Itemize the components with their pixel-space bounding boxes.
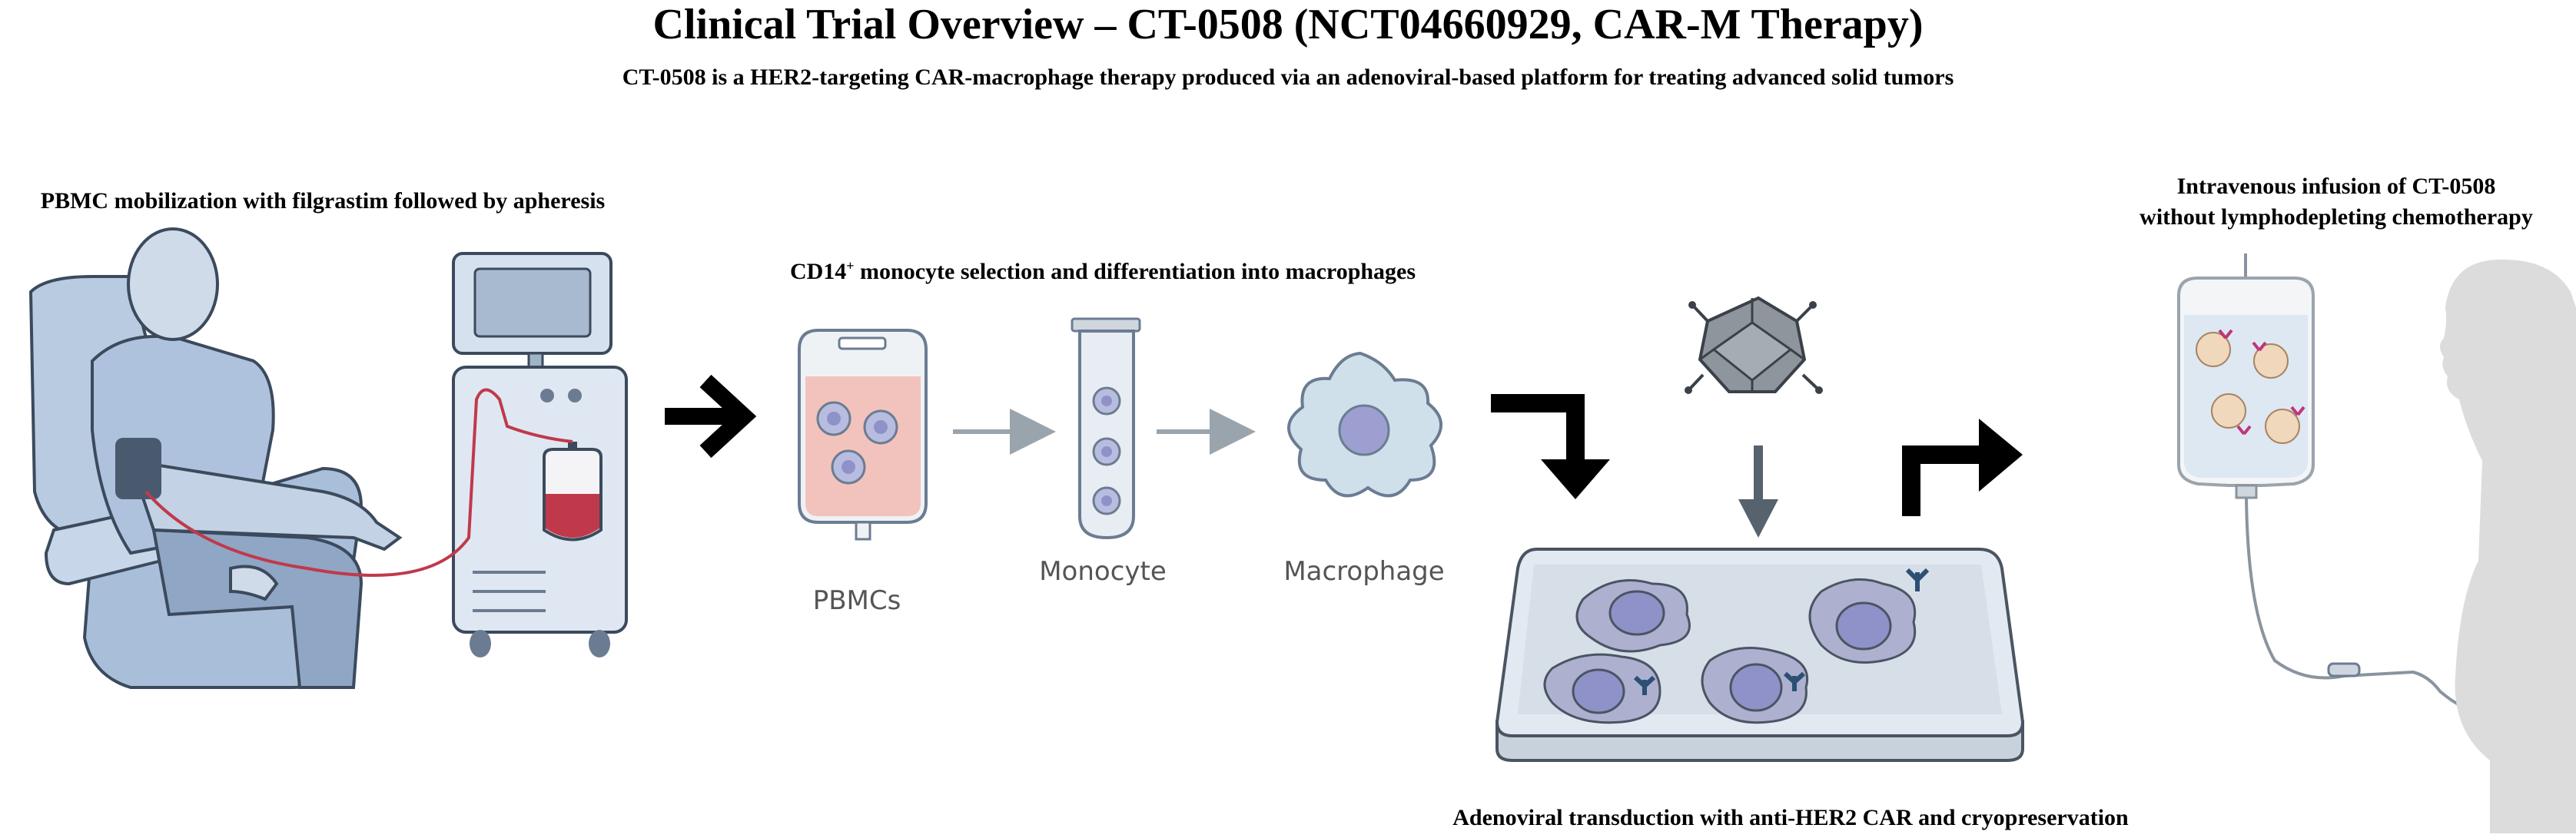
cd14-text: CD14 [789, 259, 847, 284]
blood-pressure-cuff [115, 438, 161, 499]
adenovirus-illustration [1685, 296, 1823, 394]
culture-dish-illustration [1495, 548, 2025, 762]
step-transduction-caption: Adenoviral transduction with anti-HER2 C… [1452, 805, 2129, 830]
step-infusion-caption-line1: Intravenous infusion of CT-0508 [2176, 174, 2496, 199]
blood-tubing [144, 388, 573, 577]
patient-head [127, 227, 219, 341]
machine-body [452, 366, 628, 634]
arrow-up-bent [1902, 445, 1983, 516]
patient-silhouette [2440, 259, 2576, 833]
step-selection-caption: CD14+ monocyte selection and differentia… [738, 258, 1468, 285]
pbmcs-label: PBMCs [812, 585, 901, 616]
iv-bag-illustration [2177, 253, 2487, 713]
apheresis-machine-illustration [144, 252, 628, 657]
arrow-down-bent [1491, 394, 1585, 461]
patient-hand [229, 565, 279, 601]
arrow-to-pbmcs [665, 374, 757, 459]
cd14-sup: + [846, 258, 855, 273]
step-infusion-caption-line2: without lymphodepleting chemotherapy [2139, 204, 2533, 230]
page-subtitle: CT-0508 is a HER2-targeting CAR-macropha… [622, 65, 1954, 90]
macrophage-cell-illustration [1287, 351, 1443, 498]
step-mobilization-caption: PBMC mobilization with filgrastim follow… [40, 188, 606, 214]
macrophage-label: Macrophage [1283, 556, 1445, 587]
monocyte-label: Monocyte [1039, 556, 1167, 587]
patient-arm [128, 459, 403, 551]
page-title: Clinical Trial Overview – CT-0508 (NCT04… [652, 1, 1924, 48]
iv-line [2245, 497, 2487, 713]
patient-in-chair-illustration [28, 227, 403, 689]
pbmc-bag-illustration [798, 329, 928, 541]
selection-text: monocyte selection and differentiation i… [854, 259, 1416, 284]
monocyte-tube-illustration [1071, 317, 1141, 540]
